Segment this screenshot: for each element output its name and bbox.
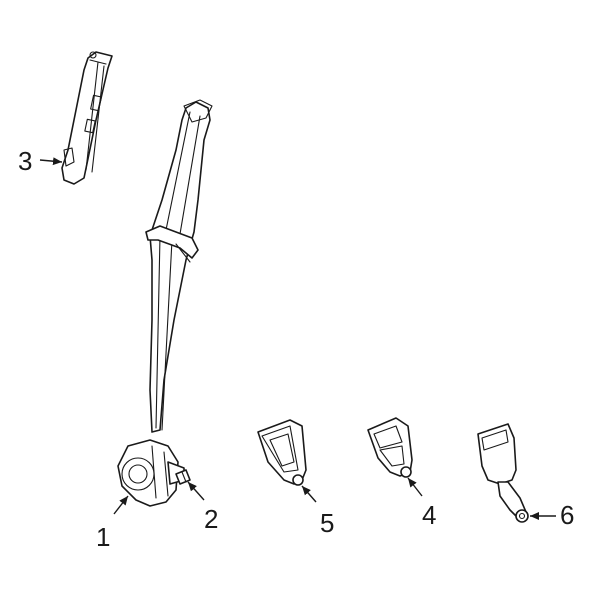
callout-label-6: 6 <box>560 500 574 530</box>
buckle-6-part <box>477 423 529 523</box>
buckle-bracket-5-part <box>257 419 307 486</box>
callout-label-5: 5 <box>320 508 334 538</box>
bolt-part <box>175 469 191 485</box>
callout-arrow-2 <box>187 481 205 501</box>
callout-arrow-4 <box>407 477 423 497</box>
shoulder-belt-webbing <box>145 99 213 433</box>
callout-label-3: 3 <box>18 146 32 176</box>
callout-arrow-1 <box>113 495 129 515</box>
callout-arrow-3 <box>39 157 63 166</box>
callout-arrow-5 <box>301 485 317 503</box>
buckle-bracket-4-part <box>367 417 413 478</box>
callout-label-4: 4 <box>422 500 436 530</box>
height-adjuster-part <box>61 51 113 185</box>
callout-label-1: 1 <box>96 522 110 552</box>
callout-label-2: 2 <box>204 504 218 534</box>
